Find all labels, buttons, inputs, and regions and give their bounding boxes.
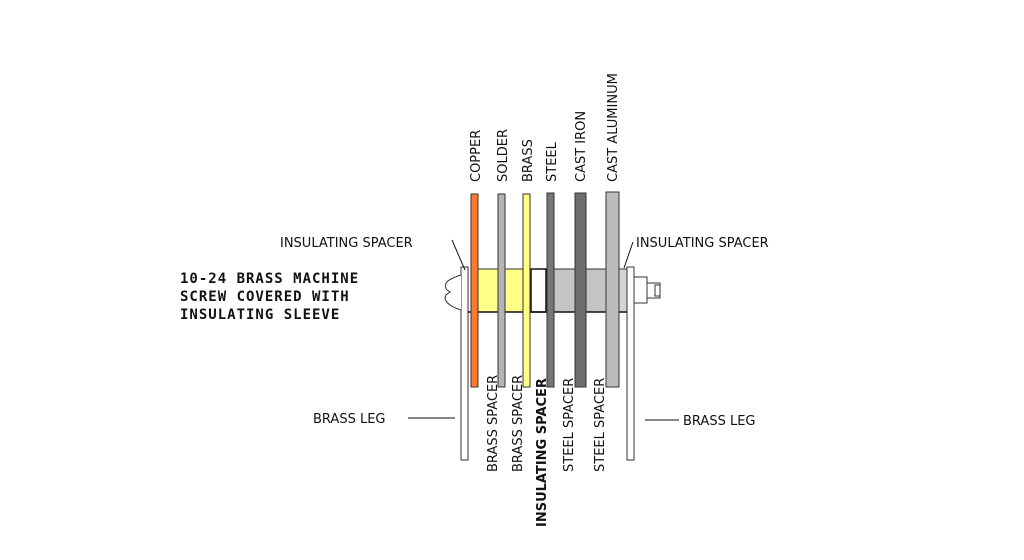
copper-strip (470, 193, 479, 388)
label-screw-line-2: SCREW COVERED WITH (180, 289, 350, 305)
label-screw-line-1: 10-24 BRASS MACHINE (180, 271, 359, 287)
label-solder: SOLDER (496, 129, 511, 182)
label-steel-spacer-1: STEEL SPACER (562, 378, 577, 472)
label-brass-spacer-2: BRASS SPACER (511, 375, 526, 472)
cast-iron-strip (574, 192, 587, 388)
brass-strip (522, 193, 531, 388)
right-brass-leg (626, 266, 635, 461)
label-right-brass-leg: BRASS LEG (683, 414, 755, 429)
label-left-insulating-spacer: INSULATING SPACER (280, 236, 413, 251)
sleeve-end (618, 268, 628, 313)
screw-head (444, 274, 462, 311)
steel-spacer-1 (553, 268, 576, 313)
brass-spacer-1 (477, 268, 499, 313)
label-brass-spacer-1: BRASS SPACER (486, 375, 501, 472)
label-cast-aluminum: CAST ALUMINUM (606, 73, 621, 182)
label-copper: COPPER (469, 130, 484, 182)
cast-aluminum-strip (605, 191, 620, 388)
steel-strip (546, 192, 555, 388)
insulating-spacer-middle (530, 268, 547, 313)
label-steel-spacer-2: STEEL SPACER (593, 378, 608, 472)
brass-spacer-2 (504, 268, 524, 313)
steel-spacer-2 (585, 268, 607, 313)
label-insulating-spacer: INSULATING SPACER (535, 378, 550, 527)
nut (633, 276, 648, 304)
label-left-brass-leg: BRASS LEG (313, 412, 385, 427)
label-brass: BRASS (521, 139, 536, 182)
solder-strip (497, 193, 506, 388)
label-screw-line-3: INSULATING SLEEVE (180, 307, 340, 323)
label-steel: STEEL (545, 141, 560, 182)
left-brass-leg (460, 266, 469, 461)
label-cast-iron: CAST IRON (574, 111, 589, 182)
label-right-insulating-spacer: INSULATING SPACER (636, 236, 769, 251)
